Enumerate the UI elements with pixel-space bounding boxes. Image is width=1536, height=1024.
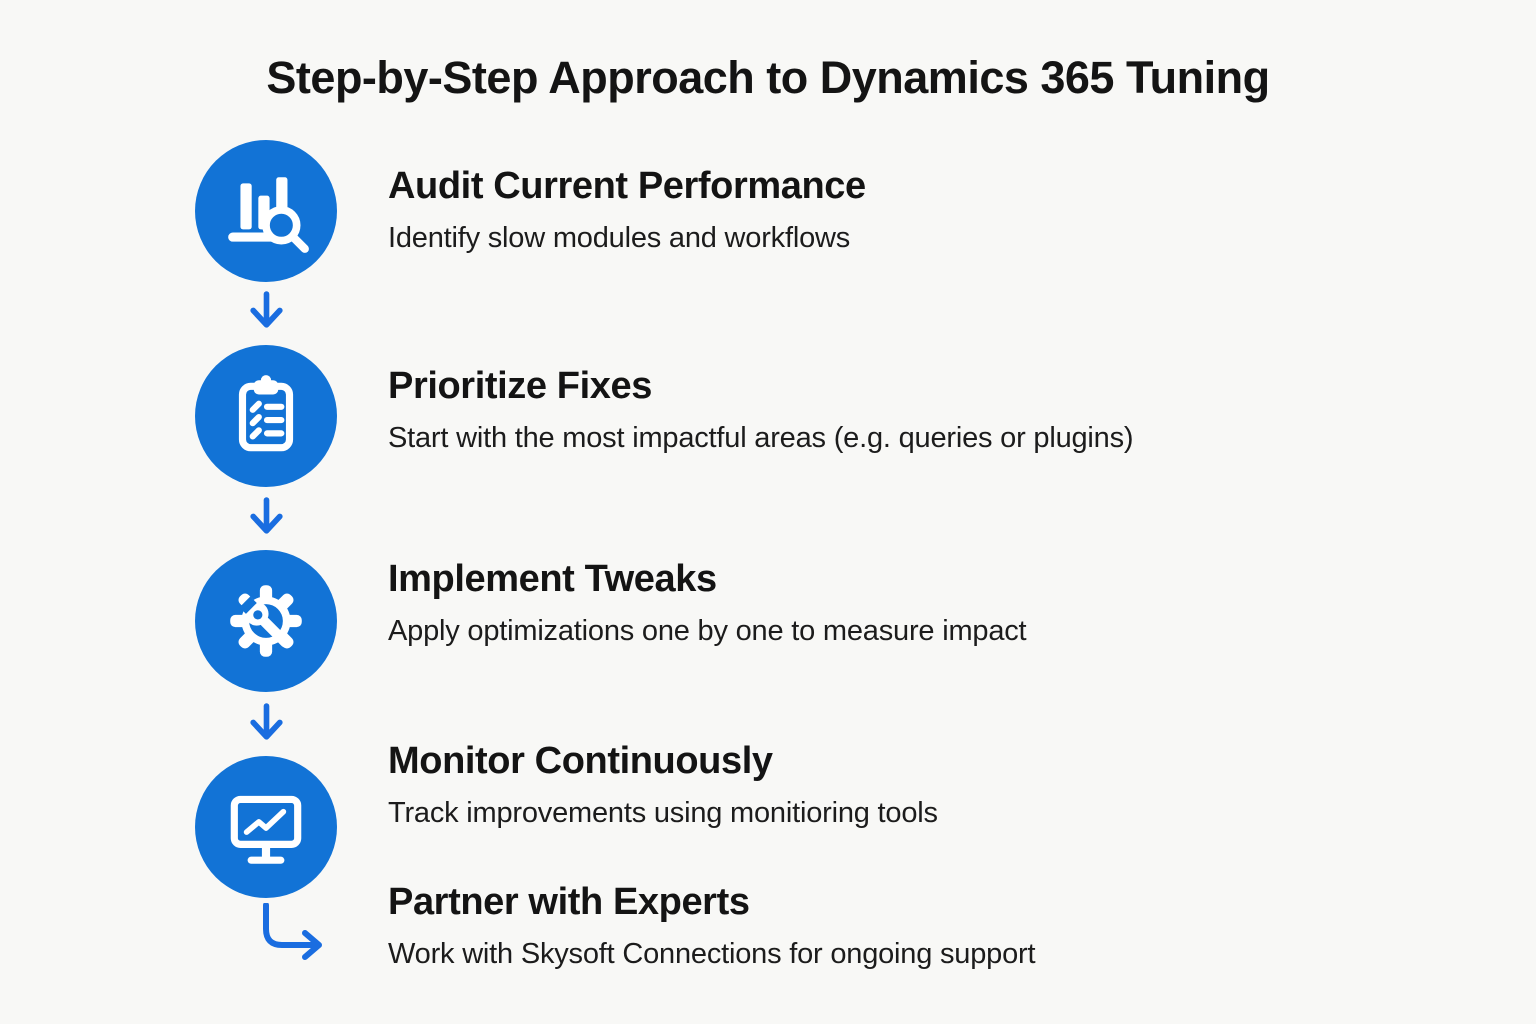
step-3-icon-circle (195, 550, 337, 692)
step-3: Implement Tweaks Apply optimizations one… (388, 556, 1027, 649)
step-4: Monitor Continuously Track improvements … (388, 738, 938, 831)
clipboard-checklist-icon (238, 375, 294, 452)
elbow-right-arrow-icon (263, 903, 322, 960)
step-3-description: Apply optimizations one by one to measur… (388, 615, 1027, 647)
gear-wrench-icon (230, 585, 302, 657)
down-arrow-icon (250, 703, 283, 740)
step-5-description: Work with Skysoft Connections for ongoin… (388, 938, 1036, 970)
down-arrow-icon (250, 291, 283, 328)
down-arrow-icon (250, 497, 283, 534)
step-2-icon-circle (195, 345, 337, 487)
step-3-title: Implement Tweaks (388, 558, 717, 600)
step-5: Partner with Experts Work with Skysoft C… (388, 879, 1036, 972)
step-5-title: Partner with Experts (388, 881, 750, 923)
bar-chart-search-icon (228, 177, 309, 253)
step-2-title: Prioritize Fixes (388, 365, 652, 407)
step-4-title: Monitor Continuously (388, 740, 773, 782)
page-title: Step-by-Step Approach to Dynamics 365 Tu… (266, 52, 1270, 103)
step-1-icon-circle (195, 140, 337, 282)
step-4-description: Track improvements using monitioring too… (388, 797, 938, 829)
step-1-description: Identify slow modules and workflows (388, 222, 851, 254)
monitor-chart-icon (230, 795, 302, 864)
step-2: Prioritize Fixes Start with the most imp… (388, 363, 1134, 456)
step-2-description: Start with the most impactful areas (e.g… (388, 422, 1134, 454)
step-1: Audit Current Performance Identify slow … (388, 163, 866, 256)
step-4-icon-circle (195, 756, 337, 898)
step-1-title: Audit Current Performance (388, 165, 866, 207)
